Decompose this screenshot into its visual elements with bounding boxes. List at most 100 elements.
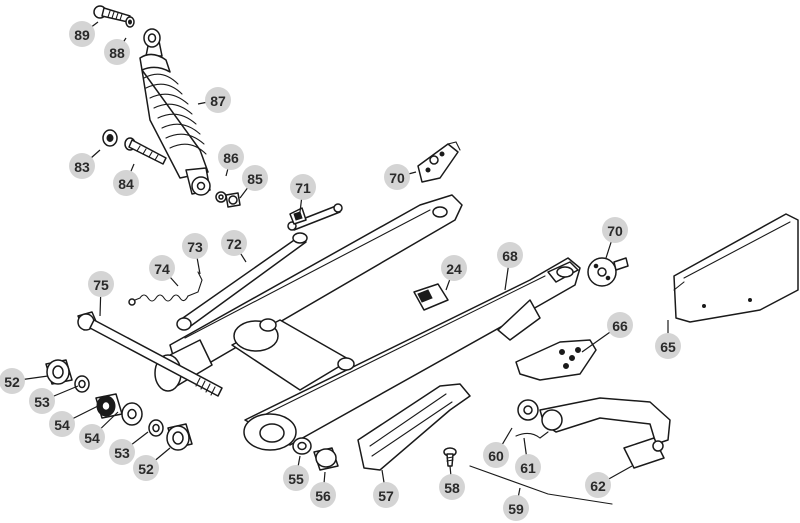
callout-circle (497, 242, 523, 268)
callout-badge-c86: 86 (218, 144, 244, 170)
swingarm-right-arm (243, 257, 581, 451)
callout-circle (503, 495, 529, 521)
callout-badge-c60: 60 (483, 442, 509, 468)
pedal-bushing-60 (517, 399, 539, 421)
callout-circle (290, 174, 316, 200)
callout-badge-c24: 24 (441, 255, 467, 281)
callout-badge-c73: 73 (182, 233, 208, 259)
callout-badge-c85: 85 (242, 165, 268, 191)
callout-circle (384, 164, 410, 190)
callout-circle (515, 454, 541, 480)
caliper-bracket (515, 339, 597, 381)
callout-circle (439, 474, 465, 500)
clip-71 (289, 207, 307, 225)
brake-spring (128, 271, 203, 306)
callout-number: 52 (138, 461, 154, 477)
callout-badge-c62: 62 (585, 472, 611, 498)
callout-badge-c89: 89 (69, 21, 95, 47)
callout-number: 68 (502, 248, 518, 264)
callout-number: 53 (34, 394, 50, 410)
torque-rod (176, 203, 343, 331)
washer-86 (215, 191, 227, 203)
shock-absorber (139, 28, 211, 196)
callout-circle (218, 144, 244, 170)
callout-circle (88, 271, 114, 297)
callout-number: 87 (210, 93, 226, 109)
swingarm-cross-tube (231, 318, 355, 391)
callout-circle (283, 465, 309, 491)
callout-number: 56 (315, 488, 331, 504)
callout-circle (602, 217, 628, 243)
callout-number: 85 (247, 171, 263, 187)
callout-badge-c74: 74 (149, 255, 175, 281)
callout-circle (29, 388, 55, 414)
callout-badge-c52b: 52 (133, 455, 159, 481)
callout-number: 71 (295, 180, 311, 196)
callout-circle (585, 472, 611, 498)
callout-badge-c70a: 70 (384, 164, 410, 190)
callout-circle (69, 21, 95, 47)
callout-circle (182, 233, 208, 259)
callout-number: 53 (114, 445, 130, 461)
callout-badge-c55: 55 (283, 465, 309, 491)
callout-circle (205, 87, 231, 113)
washer-55 (292, 437, 312, 455)
callout-badge-c56: 56 (310, 482, 336, 508)
callout-number: 75 (93, 277, 109, 293)
callout-badge-c57: 57 (373, 482, 399, 508)
callout-badge-c66: 66 (607, 312, 633, 338)
callout-number: 86 (223, 150, 239, 166)
chain-adjuster-upper (417, 141, 461, 183)
callout-circle (113, 170, 139, 196)
callout-number: 73 (187, 239, 203, 255)
nut-56 (313, 447, 339, 471)
callout-circle (133, 455, 159, 481)
callout-badge-c53b: 53 (109, 439, 135, 465)
callout-badge-c59: 59 (503, 495, 529, 521)
callout-number: 83 (74, 159, 90, 175)
callout-number: 74 (154, 261, 170, 277)
bolt-84 (124, 137, 167, 165)
callout-badge-c61: 61 (515, 454, 541, 480)
bushing-left-52 (45, 359, 73, 385)
callout-badge-c70b: 70 (602, 217, 628, 243)
callout-number: 54 (54, 417, 70, 433)
nut-85 (225, 192, 241, 208)
callout-circle (441, 255, 467, 281)
bearing-54b (121, 402, 143, 426)
callout-number: 55 (288, 471, 304, 487)
callout-number: 24 (446, 261, 462, 277)
bushing-83 (102, 129, 118, 147)
brake-pedal-62 (539, 397, 671, 469)
callout-badge-c87: 87 (205, 87, 231, 113)
callout-number: 84 (118, 176, 134, 192)
callout-number: 70 (607, 223, 623, 239)
callout-number: 65 (660, 339, 676, 355)
washer-right-53 (148, 419, 164, 437)
chain-slider (357, 383, 471, 471)
callout-circle (310, 482, 336, 508)
top-washer (125, 16, 135, 28)
callout-circle (79, 424, 105, 450)
callout-circle (607, 312, 633, 338)
chain-guard (673, 213, 799, 323)
callout-circle (149, 255, 175, 281)
callout-badge-c54b: 54 (79, 424, 105, 450)
top-bolt (93, 5, 131, 23)
callout-badge-c71: 71 (290, 174, 316, 200)
callout-circle (109, 439, 135, 465)
callout-badge-c54a: 54 (49, 411, 75, 437)
callout-number: 60 (488, 448, 504, 464)
callout-badge-c83: 83 (69, 153, 95, 179)
callout-badge-c88: 88 (104, 39, 130, 65)
callout-badge-c84: 84 (113, 170, 139, 196)
callout-number: 54 (84, 430, 100, 446)
chain-adjuster-lower (587, 257, 629, 287)
pedal-spring-61 (515, 431, 549, 439)
bushing-right-52 (166, 423, 193, 451)
callout-circle (483, 442, 509, 468)
pedal-rod-59 (469, 465, 613, 505)
callout-badge-c53a: 53 (29, 388, 55, 414)
